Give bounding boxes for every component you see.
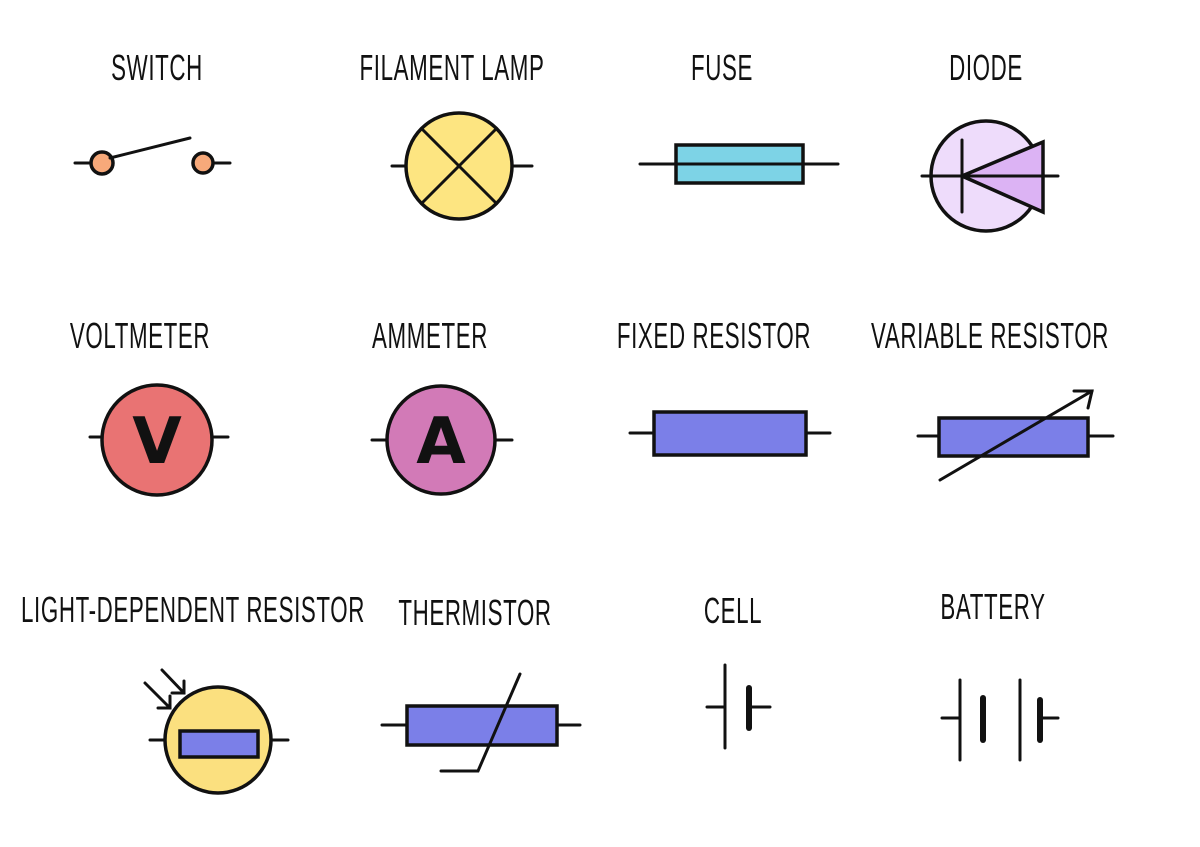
variable-resistor-symbol [916,389,1115,482]
filament-lamp-symbol [390,111,534,221]
fuse-symbol [638,143,840,185]
battery-symbol [940,678,1060,762]
label-variable-resistor: VARIABLE RESISTOR [871,315,1109,356]
ammeter-symbol: A [370,384,514,496]
voltmeter-symbol: V [88,383,230,497]
fixed-resistor-symbol [628,410,832,457]
label-ldr: LIGHT-DEPENDENT RESISTOR [21,589,365,630]
label-fixed-resistor: FIXED RESISTOR [616,315,812,356]
label-cell: CELL [703,590,763,631]
switch-symbol [73,136,232,176]
diode-symbol [920,119,1060,233]
light-arrows-icon [143,668,186,710]
ldr-symbol [143,668,290,795]
label-voltmeter: VOLTMETER [69,315,211,356]
voltmeter-glyph: V [132,405,182,479]
label-battery: BATTERY [940,586,1046,627]
thermistor-symbol [380,672,582,773]
label-thermistor: THERMISTOR [398,592,552,633]
label-switch: SWITCH [111,47,203,88]
label-fuse: FUSE [690,47,754,88]
label-diode: DIODE [949,47,1023,88]
cell-symbol [705,663,772,750]
label-filament-lamp: FILAMENT LAMP [359,47,545,88]
label-ammeter: AMMETER [372,315,488,356]
ammeter-glyph: A [416,405,466,479]
